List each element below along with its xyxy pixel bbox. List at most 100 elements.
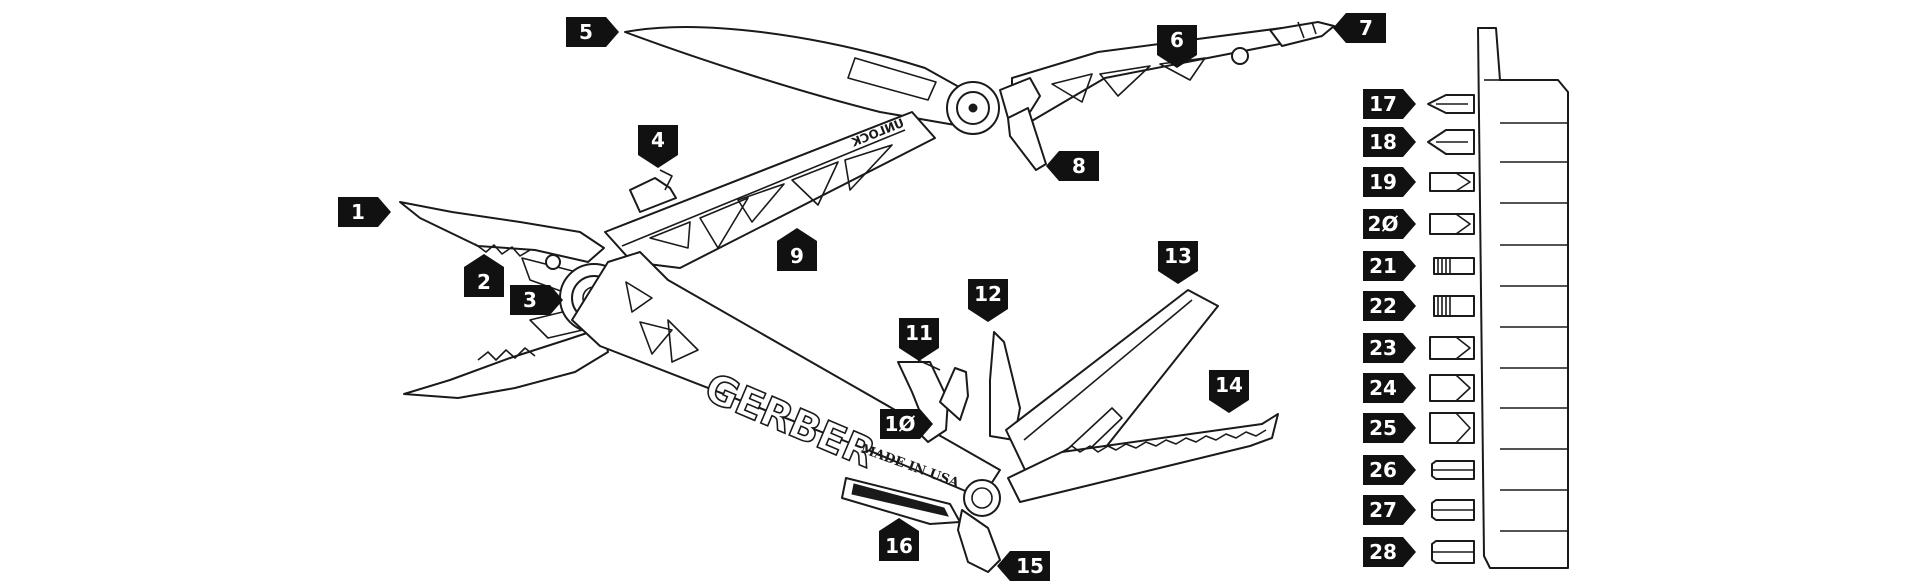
- callout-9: 9: [777, 228, 817, 271]
- callout-tag-15: [997, 551, 1050, 581]
- callout-tag-20: [1363, 209, 1416, 239]
- callout-tag-3: [510, 285, 563, 315]
- callout-26: 26: [1363, 455, 1416, 485]
- callout-number-5: 5: [579, 20, 593, 44]
- callout-27: 27: [1363, 495, 1416, 525]
- callout-number-13: 13: [1164, 244, 1192, 268]
- callout-4: 4: [638, 125, 678, 168]
- callout-number-15: 15: [1016, 554, 1044, 578]
- bit-22-torx-large: [1433, 295, 1475, 317]
- bits-layer: [1427, 94, 1475, 564]
- callout-11: 11: [899, 318, 939, 361]
- bit-23-flat-wide: [1429, 336, 1475, 360]
- callout-number-2: 2: [477, 270, 491, 294]
- callout-7: 7: [1333, 13, 1386, 43]
- callout-number-21: 21: [1369, 254, 1397, 278]
- callout-number-20: 2Ø: [1368, 212, 1399, 236]
- callout-tag-17: [1363, 89, 1416, 119]
- callout-8: 8: [1046, 151, 1099, 181]
- callout-tag-10: [880, 409, 933, 439]
- bit-18-phillips-large: [1427, 129, 1475, 155]
- callout-tag-21: [1363, 251, 1416, 281]
- callout-number-16: 16: [885, 534, 913, 558]
- callout-3: 3: [510, 285, 563, 315]
- callout-15: 15: [997, 551, 1050, 581]
- callout-number-17: 17: [1369, 92, 1397, 116]
- callout-17: 17: [1363, 89, 1416, 119]
- bit-27-hex-medium: [1431, 499, 1475, 521]
- callout-tag-12: [968, 279, 1008, 322]
- callout-number-28: 28: [1369, 540, 1397, 564]
- bit-26-hex-small: [1431, 460, 1475, 480]
- callout-tag-13: [1158, 241, 1198, 284]
- large-blade: [1005, 289, 1219, 473]
- callout-tag-9: [777, 228, 817, 271]
- callout-number-6: 6: [1170, 28, 1184, 52]
- saw-blade: [1007, 413, 1279, 503]
- release-lever: [1007, 107, 1047, 171]
- callout-14: 14: [1209, 370, 1249, 413]
- callout-number-12: 12: [974, 282, 1002, 306]
- knife-blade: [624, 26, 969, 126]
- callout-24: 24: [1363, 373, 1416, 403]
- callout-number-3: 3: [523, 288, 537, 312]
- bit-holder: [1477, 27, 1569, 569]
- file-tool: [841, 477, 961, 525]
- callout-number-4: 4: [651, 128, 665, 152]
- callout-28: 28: [1363, 537, 1416, 567]
- pry-tool: [957, 509, 1001, 573]
- callout-number-8: 8: [1072, 154, 1086, 178]
- bit-24-flat-wider: [1429, 374, 1475, 402]
- bit-21-torx-small: [1433, 257, 1475, 275]
- callout-12: 12: [968, 279, 1008, 322]
- bit-20-flat-medium: [1429, 213, 1475, 235]
- callout-tag-11: [899, 318, 939, 361]
- bit-28-hex-large: [1431, 540, 1475, 564]
- bit-25-flat-widest: [1429, 412, 1475, 444]
- callout-number-25: 25: [1369, 416, 1397, 440]
- callout-13: 13: [1158, 241, 1198, 284]
- callout-16: 16: [879, 518, 919, 561]
- callout-10: 1Ø: [880, 409, 933, 439]
- callout-22: 22: [1363, 291, 1416, 321]
- callout-5: 5: [566, 17, 619, 47]
- bit-19-flat-small: [1429, 172, 1475, 192]
- upper-handle: UNLOCK: [604, 111, 936, 269]
- lower-pivot: [963, 479, 1001, 517]
- callout-tag-8: [1046, 151, 1099, 181]
- callout-19: 19: [1363, 167, 1416, 197]
- callout-number-24: 24: [1369, 376, 1397, 400]
- callout-number-26: 26: [1369, 458, 1397, 482]
- callout-number-7: 7: [1359, 16, 1373, 40]
- upper-pivot: [946, 77, 1041, 135]
- callout-tag-16: [879, 518, 919, 561]
- callout-number-22: 22: [1369, 294, 1397, 318]
- callout-number-10: 1Ø: [885, 412, 916, 436]
- callout-number-9: 9: [790, 244, 804, 268]
- callout-2: 2: [464, 254, 504, 297]
- callout-20: 2Ø: [1363, 209, 1416, 239]
- callout-tag-1: [338, 197, 391, 227]
- callout-tag-28: [1363, 537, 1416, 567]
- callout-number-14: 14: [1215, 373, 1243, 397]
- callout-tag-25: [1363, 413, 1416, 443]
- callout-tag-6: [1157, 25, 1197, 68]
- callout-tag-27: [1363, 495, 1416, 525]
- callout-number-11: 11: [905, 321, 933, 345]
- callout-tag-18: [1363, 127, 1416, 157]
- bottle-opener: [897, 359, 969, 443]
- callout-tag-22: [1363, 291, 1416, 321]
- callout-tag-24: [1363, 373, 1416, 403]
- callout-tag-7: [1333, 13, 1386, 43]
- callout-tag-4: [638, 125, 678, 168]
- callout-6: 6: [1157, 25, 1197, 68]
- callout-18: 18: [1363, 127, 1416, 157]
- callout-number-23: 23: [1369, 336, 1397, 360]
- callout-number-18: 18: [1369, 130, 1397, 154]
- callout-number-19: 19: [1369, 170, 1397, 194]
- callout-tag-23: [1363, 333, 1416, 363]
- callout-tag-19: [1363, 167, 1416, 197]
- callout-tag-2: [464, 254, 504, 297]
